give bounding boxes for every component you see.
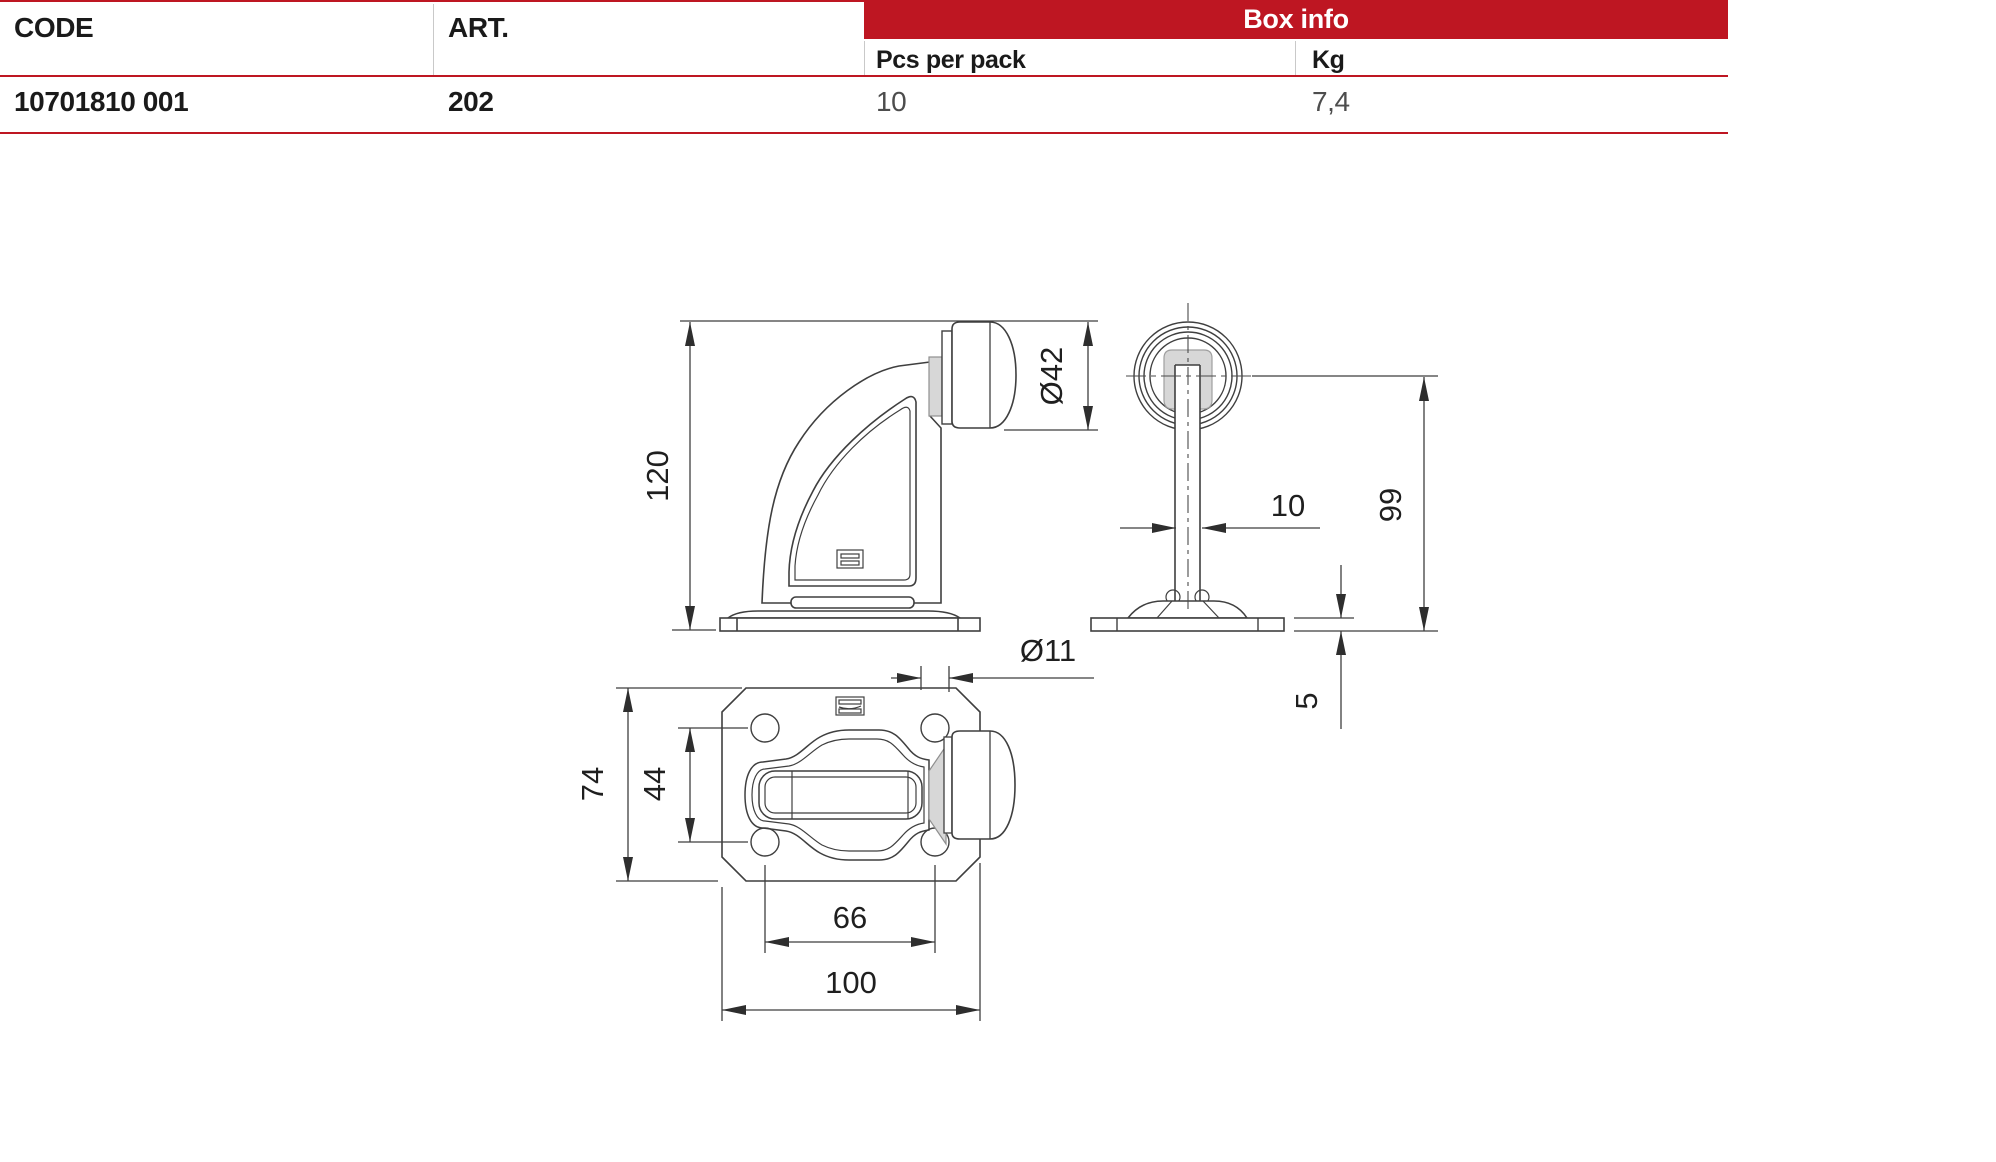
art-header: ART.	[448, 12, 509, 43]
side-view-dim-arrows	[685, 322, 1093, 630]
spec-table: Box info CODE ART. Pcs per pack Kg 10701…	[0, 0, 1728, 140]
dim-plate-thickness: 5	[1289, 692, 1324, 709]
kg-header: Kg	[1312, 46, 1345, 74]
side-view: 120 Ø42	[640, 320, 1098, 632]
front-base	[1090, 589, 1285, 632]
divider-pcs-kg	[1295, 41, 1296, 75]
code-header: CODE	[14, 12, 94, 43]
dim-stem-width: 10	[1271, 488, 1305, 523]
table-bottom-rule	[0, 132, 1728, 134]
box-info-label: Box info	[1243, 4, 1349, 34]
base-plate-top	[721, 687, 981, 882]
dim-buffer-diameter: Ø42	[1034, 347, 1069, 406]
code-value: 10701810 001	[14, 86, 189, 117]
dim-height-120: 120	[640, 450, 675, 502]
top-view: 74 44 Ø11 66 100	[575, 633, 1094, 1021]
slot	[758, 770, 923, 820]
dim-hole-spacing-length: 66	[833, 900, 867, 935]
pcs-value: 10	[876, 86, 907, 117]
brand-logo-top	[835, 696, 865, 716]
art-value: 202	[448, 86, 494, 117]
buffer-side	[928, 321, 1017, 429]
top-view-dim-arrows	[623, 673, 980, 1015]
centerlines	[1126, 303, 1252, 610]
brand-logo-side	[836, 549, 864, 569]
boss-outline	[744, 729, 930, 861]
dim-plate-depth: 74	[575, 767, 610, 801]
table-mid-rule	[0, 75, 1728, 77]
pcs-header: Pcs per pack	[876, 46, 1026, 74]
technical-drawing: 120 Ø42	[575, 303, 1438, 1021]
dim-total-height: 99	[1373, 488, 1408, 522]
dim-hole-spacing-depth: 44	[637, 767, 672, 801]
buffer-top	[928, 730, 1016, 846]
divider-art-pcs	[864, 41, 865, 75]
dim-plate-length: 100	[825, 965, 877, 1000]
box-info-header: Box info	[864, 0, 1728, 39]
front-view: 10 99 5	[1090, 303, 1438, 729]
kg-value: 7,4	[1312, 86, 1350, 117]
front-view-dim-arrows	[1152, 377, 1429, 655]
dim-hole-diameter: Ø11	[1020, 633, 1076, 668]
divider-code-art	[433, 4, 434, 75]
